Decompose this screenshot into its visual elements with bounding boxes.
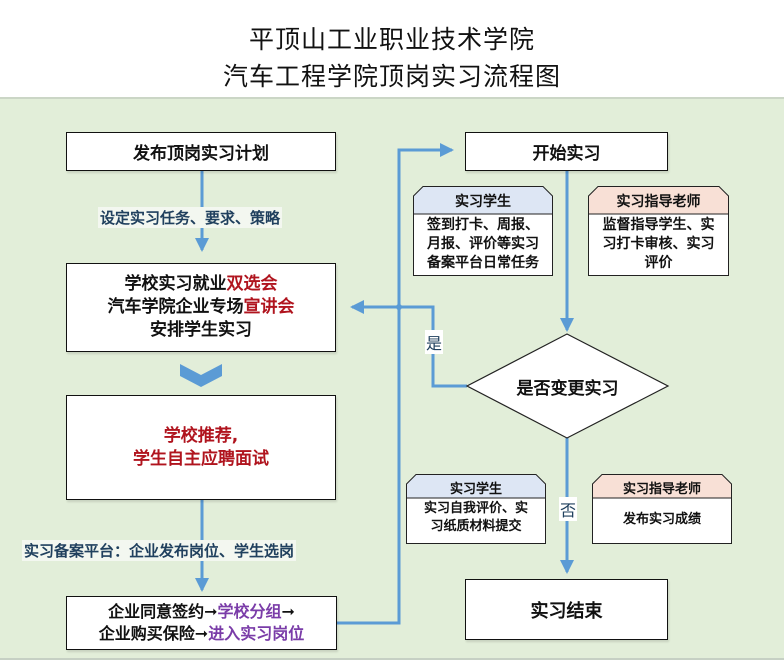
- card-line: 评价: [644, 255, 673, 271]
- title-line-1: 平顶山工业职业技术学院: [248, 25, 535, 54]
- decision-diamond: [465, 333, 670, 439]
- card-line: 月报、评价等实习: [427, 236, 539, 252]
- job-fair-line3: 安排学生实习: [150, 320, 252, 340]
- sign-line2: 企业购买保险➞: [98, 624, 209, 643]
- end-text: 实习结束: [530, 600, 603, 622]
- step-recommend-interview: 学校推荐, 学生自主应聘面试: [66, 395, 336, 500]
- label-platform-select: 实习备案平台：企业发布岗位、学生选岗: [22, 540, 297, 561]
- teacher-card-grades: 实习指导老师 发布实习成绩: [592, 474, 732, 544]
- job-fair-highlight: 双选会: [226, 274, 278, 294]
- step-publish-plan-text: 发布顶岗实习计划: [133, 144, 269, 164]
- yes-label: 是: [425, 330, 444, 354]
- recommend-line1: 学校推荐,: [163, 425, 239, 446]
- enter-post-highlight: 进入实习岗位: [208, 624, 305, 643]
- title-area: 平顶山工业职业技术学院 汽车工程学院顶岗实习流程图: [0, 0, 784, 98]
- connector-yes-to-fair: [350, 300, 467, 388]
- student-card-evaluation: 实习学生 实习自我评价、实 习纸质材料提交: [406, 474, 546, 544]
- job-fair-line2: 汽车学院企业专场: [107, 297, 244, 317]
- sign-line1: 企业同意签约➞: [108, 602, 218, 621]
- recommend-line2: 学生自主应聘面试: [133, 448, 269, 469]
- card-line: 备案平台日常任务: [427, 255, 539, 271]
- card-line: 实习自我评价、实: [423, 501, 528, 516]
- decision-text: 是否变更实习: [516, 379, 619, 399]
- presentation-highlight: 宣讲会: [243, 297, 295, 317]
- no-label: 否: [559, 497, 578, 521]
- teacher-card-header: 实习指导老师: [622, 482, 701, 497]
- student-card-header: 实习学生: [455, 194, 511, 210]
- step-end-internship: 实习结束: [465, 579, 668, 640]
- chevron-down-icon: [180, 364, 222, 387]
- teacher-card-header: 实习指导老师: [616, 194, 701, 210]
- card-line: 发布实习成绩: [622, 512, 701, 527]
- student-card-daily: 实习学生 签到打卡、周报、 月报、评价等实习 备案平台日常任务: [413, 186, 553, 276]
- teacher-card-supervise: 实习指导老师 监督指导学生、实 习打卡审核、实习 评价: [588, 186, 729, 276]
- card-line: 习纸质材料提交: [430, 519, 522, 534]
- step-start-internship: 开始实习: [465, 132, 668, 171]
- group-highlight: 学校分组: [217, 602, 282, 621]
- title-line-2: 汽车工程学院顶岗实习流程图: [222, 62, 561, 91]
- step-job-fair: 学校实习就业双选会 汽车学院企业专场宣讲会 安排学生实习: [66, 263, 336, 352]
- label-set-tasks: 设定实习任务、要求、策略: [98, 207, 283, 228]
- card-line: 习打卡审核、实习: [602, 236, 715, 252]
- connector-sign-to-start: [336, 143, 454, 625]
- step-publish-plan: 发布顶岗实习计划: [66, 132, 336, 171]
- start-text: 开始实习: [532, 144, 601, 164]
- step-sign-agreement: 企业同意签约➞学校分组➞ 企业购买保险➞进入实习岗位: [66, 596, 337, 650]
- card-line: 签到打卡、周报、: [427, 217, 539, 233]
- arrow-glyph: ➞: [281, 602, 295, 621]
- card-line: 监督指导学生、实: [602, 217, 715, 233]
- job-fair-line1: 学校实习就业: [124, 274, 227, 294]
- student-card-header: 实习学生: [449, 482, 502, 497]
